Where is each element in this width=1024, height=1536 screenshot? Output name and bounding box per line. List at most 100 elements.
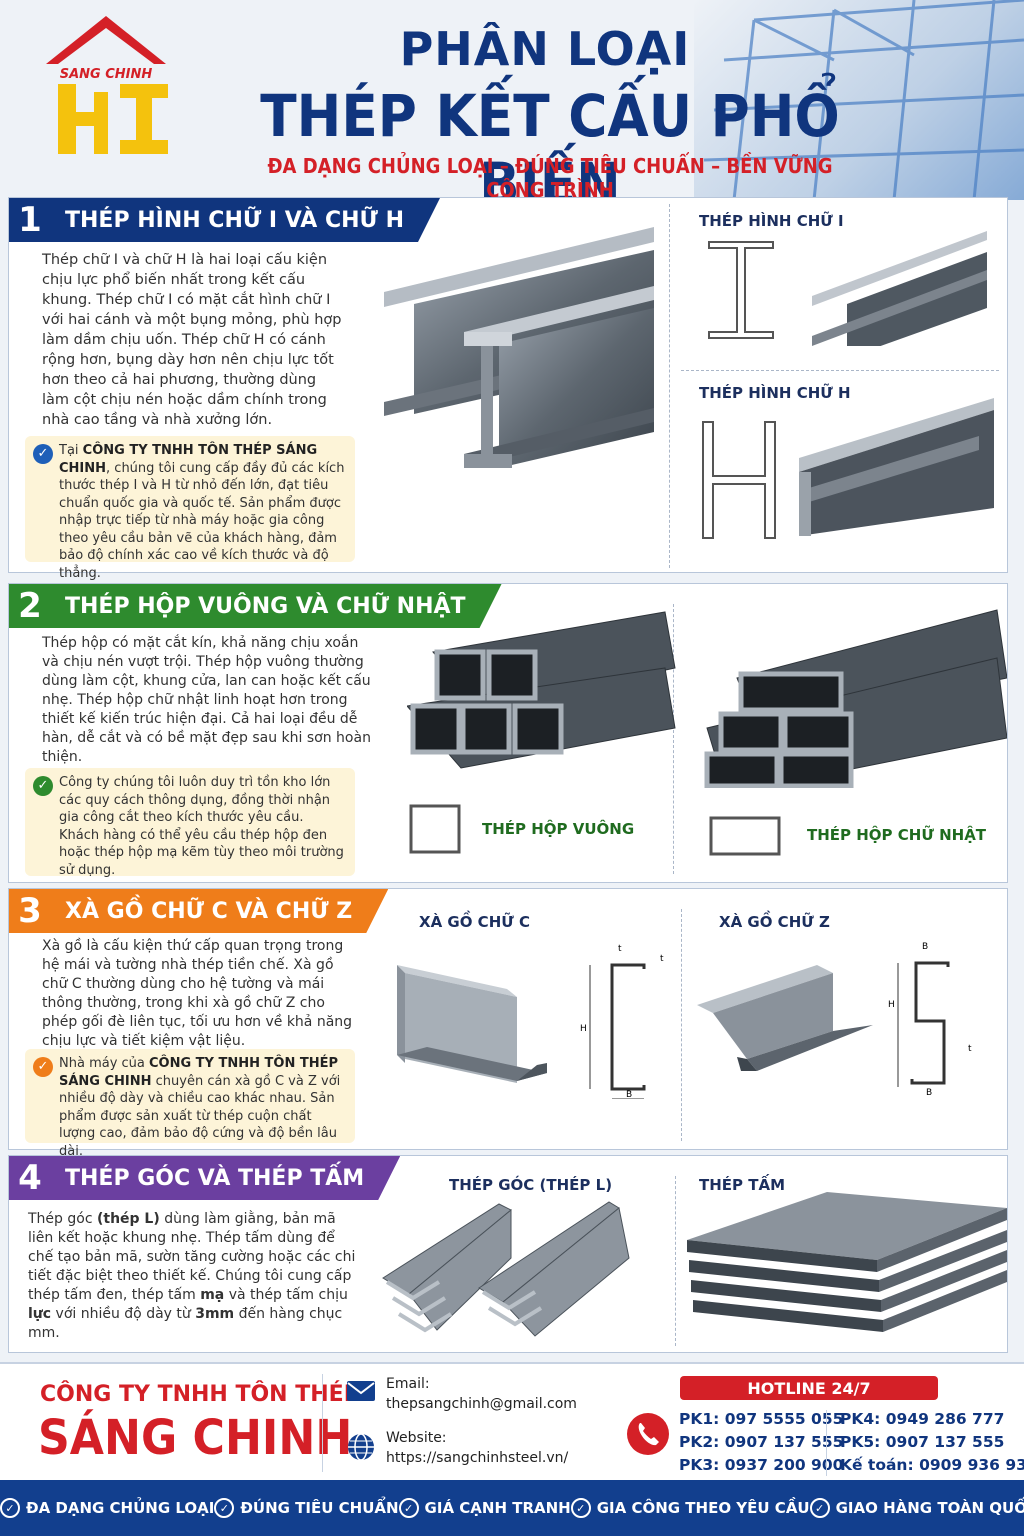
rectangular-tube-photo: [704, 609, 1007, 788]
email-label: Email:: [386, 1376, 430, 1392]
label-h-beam: THÉP HÌNH CHỮ H: [699, 384, 851, 402]
benefit-label: GIAO HÀNG TOÀN QUỐC: [835, 1499, 1024, 1517]
note-text: Tại: [59, 443, 83, 458]
section-i-h-beam: 1 THÉP HÌNH CHỮ I VÀ CHỮ H Thép chữ I và…: [8, 197, 1008, 581]
i-beam-photo: [384, 227, 654, 468]
label-angle-steel: THÉP GÓC (THÉP L): [449, 1176, 613, 1194]
text-part: 3mm: [195, 1306, 235, 1322]
text-part: và thép tấm chịu: [224, 1287, 348, 1303]
rect-section-diagram: [709, 816, 781, 856]
dim-b2: B: [926, 1088, 932, 1097]
phone-pk4[interactable]: PK4: 0949 286 777: [840, 1410, 1005, 1428]
website-label: Website:: [386, 1430, 447, 1446]
email-icon: [347, 1381, 375, 1401]
phone-pk2[interactable]: PK2: 0907 137 555: [679, 1433, 844, 1451]
tagline: ĐA DẠNG CHỦNG LOẠI – ĐÚNG TIÊU CHUẨN – B…: [267, 154, 833, 202]
company-name-line2: SÁNG CHINH: [38, 1410, 353, 1466]
h-section-diagram: [702, 421, 776, 539]
h-beam-small-photo: [799, 398, 994, 536]
dim-t2: t: [660, 954, 664, 964]
svg-text:SANG CHINH: SANG CHINH: [60, 67, 153, 82]
divider: [673, 604, 674, 874]
i-section-diagram: [708, 241, 774, 339]
note-text-rest: , chúng tôi cung cấp đầy đủ các kích thư…: [59, 460, 345, 581]
i-beam-small-photo: [812, 231, 987, 346]
check-icon: ✓: [33, 1057, 53, 1077]
divider: [322, 1374, 323, 1472]
c-section-diagram: H B t t: [580, 944, 664, 1099]
phone-icon: [627, 1413, 669, 1455]
section-number: 3: [9, 889, 51, 933]
website-link[interactable]: https://sangchinhsteel.vn/: [386, 1450, 569, 1466]
divider: [826, 1410, 827, 1476]
section-description: Xà gồ là cấu kiện thứ cấp quan trọng tro…: [42, 938, 353, 1049]
note-box: ✓ Tại CÔNG TY TNHH TÔN THÉP SÁNG CHINH, …: [25, 436, 355, 581]
benefit-label: GIA CÔNG THEO YÊU CẦU: [596, 1499, 810, 1517]
check-icon: ✓: [0, 1498, 20, 1518]
text-part: (thép L): [96, 1211, 160, 1227]
section-box-steel: 2 THÉP HỘP VUÔNG VÀ CHỮ NHẬT Thép hộp có…: [8, 583, 1008, 883]
label-c-purlin: XÀ GỒ CHỮ C: [419, 913, 531, 931]
label-i-beam: THÉP HÌNH CHỮ I: [699, 212, 844, 230]
benefit-item: ✓GIÁ CẠNH TRANH: [398, 1498, 571, 1518]
check-icon: ✓: [214, 1498, 235, 1518]
section-header: 4 THÉP GÓC VÀ THÉP TẤM: [9, 1156, 400, 1200]
benefit-label: GIÁ CẠNH TRANH: [424, 1499, 571, 1517]
section-angle-plate: 4 THÉP GÓC VÀ THÉP TẤM Thép góc (thép L)…: [8, 1155, 1008, 1353]
square-section-diagram: [409, 804, 461, 854]
label-square-tube: THÉP HỘP VUÔNG: [482, 820, 635, 838]
phone-pk5[interactable]: PK5: 0907 137 555: [840, 1433, 1005, 1451]
page-title-line1: PHÂN LOẠI: [399, 22, 691, 76]
square-tube-photo: [407, 611, 676, 769]
text-part: mạ: [200, 1287, 225, 1303]
note-box: ✓ Công ty chúng tôi luôn duy trì tồn kho…: [25, 768, 355, 878]
note-box: ✓ Nhà máy của CÔNG TY TNHH TÔN THÉP SÁNG…: [25, 1049, 355, 1159]
note-company: CÔNG TY TNHH TÔN THÉP SÁNG CHINH: [59, 1056, 339, 1089]
check-icon: ✓: [33, 444, 53, 464]
benefit-item: ✓ ĐÚNG TIÊU CHUẨN: [214, 1498, 399, 1518]
section-number: 2: [9, 584, 51, 628]
phone-accounting[interactable]: Kế toán: 0909 936 937: [840, 1456, 1024, 1474]
dim-h: H: [580, 1024, 587, 1034]
z-section-diagram: H B t B: [888, 942, 972, 1097]
background-steel-frame: [694, 0, 1024, 200]
note-text-rest: chuyên cán xà gồ C và Z với nhiều độ dày…: [59, 1073, 341, 1159]
section-title: THÉP GÓC VÀ THÉP TẤM: [51, 1156, 400, 1200]
benefit-label: ĐÚNG TIÊU CHUẨN: [240, 1499, 399, 1517]
footer: CÔNG TY TNHH TÔN THÉP SÁNG CHINH Email: …: [0, 1362, 1024, 1480]
benefit-item: ✓ GIAO HÀNG TOÀN QUỐC: [809, 1498, 1024, 1518]
steel-frame-illustration: [703, 0, 1024, 200]
dim-h: H: [888, 1000, 895, 1010]
divider: [669, 204, 670, 568]
globe-icon: [348, 1433, 374, 1461]
angle-steel-photo: [382, 1201, 630, 1337]
benefit-item: ✓GIA CÔNG THEO YÊU CẦU: [570, 1498, 810, 1518]
check-icon: ✓: [33, 776, 53, 796]
steel-plate-photo: [687, 1192, 1007, 1332]
label-steel-plate: THÉP TẤM: [699, 1176, 786, 1194]
note-text: Công ty chúng tôi luôn duy trì tồn kho l…: [59, 775, 344, 878]
benefit-label: ĐA DẠNG CHỦNG LOẠI: [26, 1499, 215, 1517]
divider: [681, 370, 999, 371]
company-logo: SANG CHINH: [46, 16, 168, 154]
phone-pk3[interactable]: PK3: 0937 200 900: [679, 1456, 844, 1474]
divider: [675, 1176, 676, 1346]
section-description: Thép góc (thép L) dùng làm giằng, bản mã…: [28, 1210, 362, 1343]
section-purlin: 3 XÀ GỒ CHỮ C VÀ CHỮ Z Xà gồ là cấu kiện…: [8, 888, 1008, 1159]
section-title: XÀ GỒ CHỮ C VÀ CHỮ Z: [51, 889, 388, 933]
dim-b: B: [922, 942, 928, 952]
phone-pk1[interactable]: PK1: 097 5555 055: [679, 1410, 844, 1428]
check-icon: ✓: [809, 1498, 830, 1518]
z-purlin-photo: [697, 965, 873, 1071]
text-part: dùng làm giằng, bản mã liên kết hoặc khu…: [28, 1211, 356, 1303]
note-text: Nhà máy của: [59, 1056, 150, 1071]
section-number: 4: [9, 1156, 51, 1200]
hotline-badge: HOTLINE 24/7: [680, 1376, 938, 1400]
text-part: lực: [28, 1306, 52, 1322]
text-part: đến hàng chục mm.: [28, 1306, 343, 1341]
dim-b: B: [626, 1090, 632, 1099]
bottom-benefits-bar: ✓ĐA DẠNG CHỦNG LOẠI ✓ĐÚNG TIÊU CHUẨN ✓GI…: [0, 1480, 1024, 1536]
section-header: 1 THÉP HÌNH CHỮ I VÀ CHỮ H: [9, 198, 440, 242]
c-purlin-photo: [397, 965, 547, 1083]
email-link[interactable]: thepsangchinh@gmail.com: [386, 1396, 577, 1412]
